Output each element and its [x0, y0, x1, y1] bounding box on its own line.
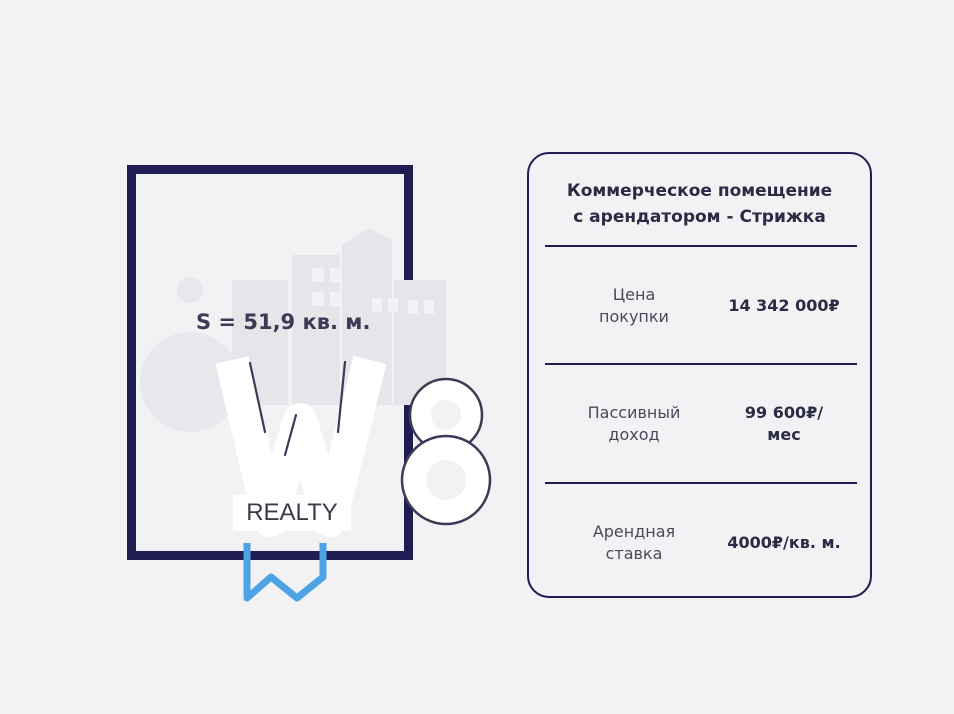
row-value-line: мес — [767, 425, 801, 444]
divider — [545, 363, 857, 365]
info-row-rate: Арендная ставка 4000₽/кв. м. — [529, 484, 870, 602]
divider — [545, 482, 857, 484]
card-title-line: Коммерческое помещение — [566, 181, 833, 201]
row-value: 99 600₽/ мес — [709, 402, 859, 446]
row-label-line: Пассивный — [587, 403, 681, 422]
row-label: Цена покупки — [559, 284, 709, 328]
area-label: S = 51,9 кв. м. — [196, 310, 371, 334]
row-label: Арендная ставка — [559, 521, 709, 565]
row-label: Пассивный доход — [559, 402, 709, 446]
card-title-line: с арендатором - Стрижка — [573, 207, 826, 227]
logo-text: REALTY — [233, 495, 351, 531]
row-value-line: 14 342 000₽ — [728, 296, 840, 315]
ribbon-icon — [243, 543, 327, 602]
card-title: Коммерческое помещение с арендатором - С… — [529, 178, 870, 230]
row-label-line: доход — [608, 425, 660, 444]
row-label-line: покупки — [599, 307, 669, 326]
row-value: 14 342 000₽ — [709, 295, 859, 317]
info-row-price: Цена покупки 14 342 000₽ — [529, 247, 870, 365]
row-value: 4000₽/кв. м. — [709, 532, 859, 554]
row-value-line: 99 600₽/ — [744, 403, 824, 422]
row-label-line: Цена — [612, 285, 656, 304]
row-label-line: Арендная — [592, 522, 676, 541]
row-value-line: 4000₽/кв. м. — [727, 533, 841, 552]
info-row-income: Пассивный доход 99 600₽/ мес — [529, 365, 870, 483]
divider — [545, 245, 857, 247]
info-card: Коммерческое помещение с арендатором - С… — [527, 152, 872, 598]
row-label-line: ставка — [605, 544, 663, 563]
